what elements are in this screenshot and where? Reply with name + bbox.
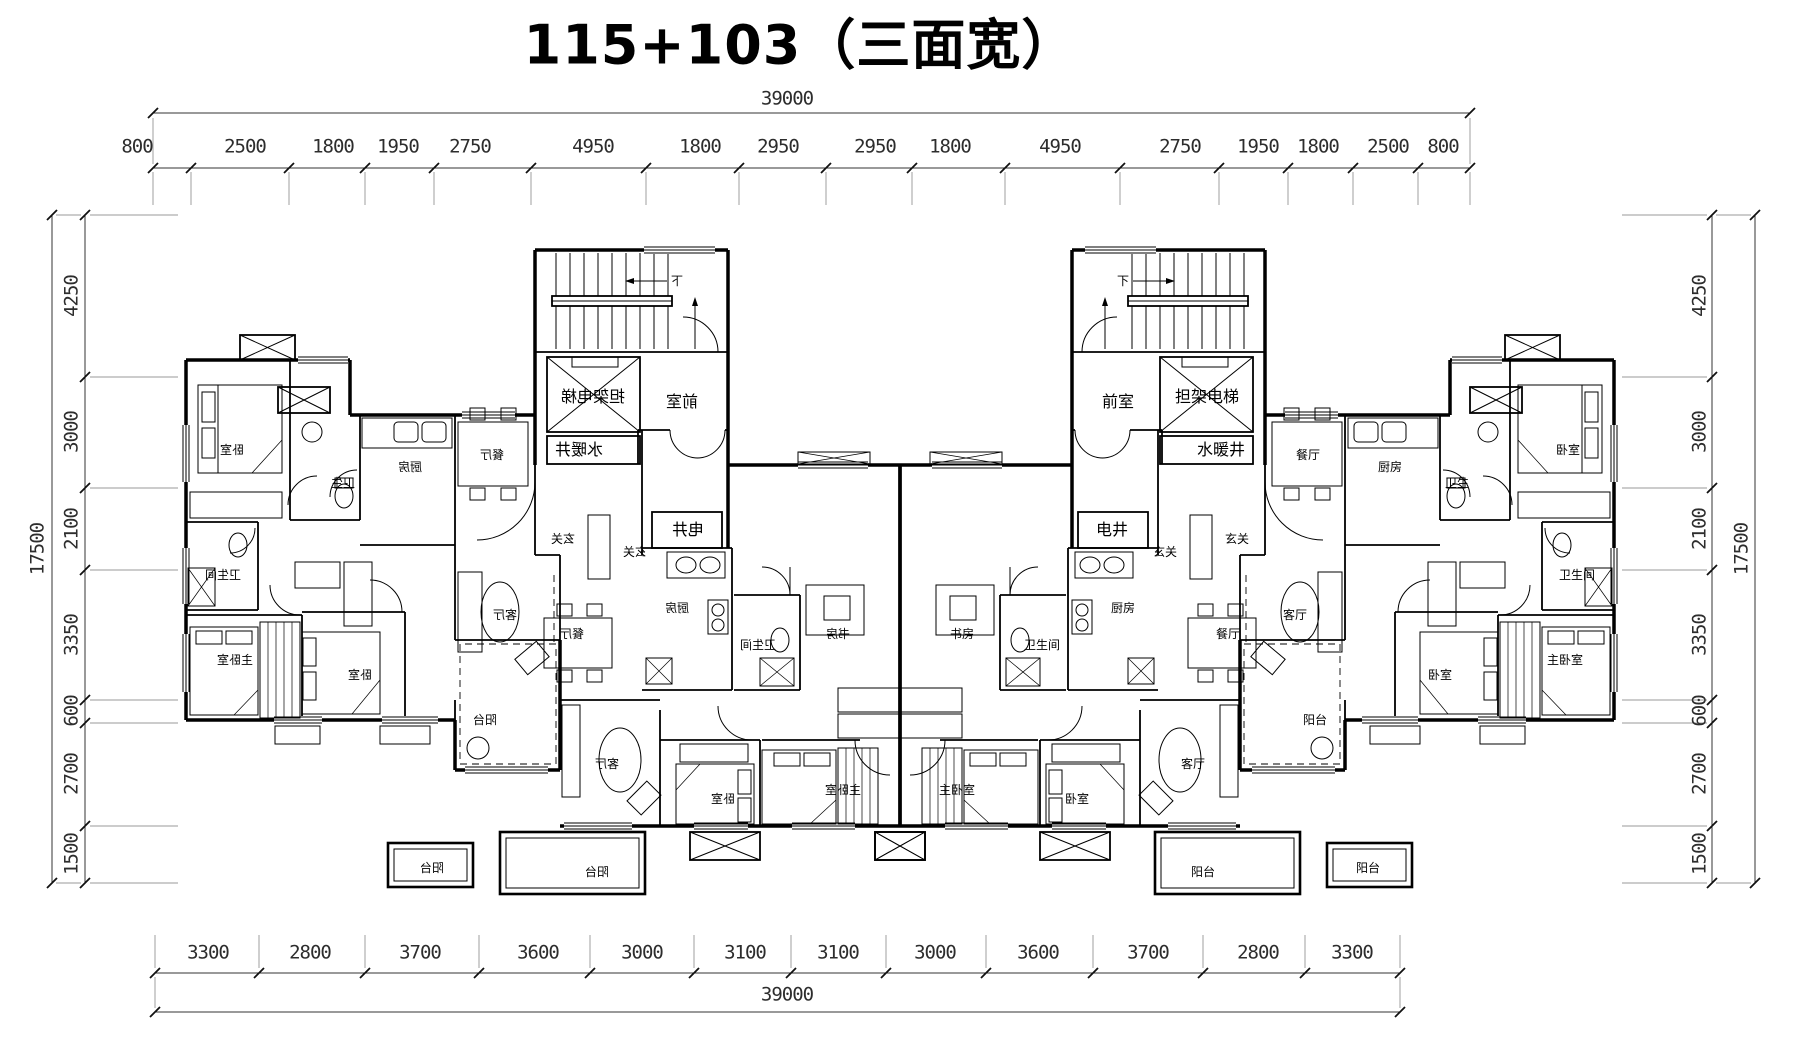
dim-top-9: 2950	[854, 135, 897, 158]
dim-left-3: 2100	[60, 508, 83, 550]
balcony-label: 阳台	[419, 861, 445, 875]
dim-right-7: 1500	[1688, 833, 1711, 875]
bath-label: 卫生	[330, 476, 356, 490]
dim-top-16: 800	[1427, 135, 1459, 158]
dim-right-4: 3350	[1688, 614, 1711, 656]
plumbing-shaft-label: 水暖井	[554, 440, 604, 459]
bathroom-label: 卫生间	[1558, 568, 1596, 582]
dim-bottom-6: 3100	[724, 941, 767, 964]
bathroom-label: 卫生间	[1023, 638, 1061, 652]
living-label: 客厅	[492, 608, 518, 622]
dim-right-total: 17500	[1730, 522, 1753, 576]
dim-bottom-5: 3000	[621, 941, 664, 964]
dim-left-total: 17500	[26, 522, 49, 576]
bathroom-label: 卫生间	[739, 638, 777, 652]
master-bedroom-label: 主卧室	[216, 653, 254, 667]
dining-label: 餐厅	[1295, 448, 1321, 462]
dim-top-3: 1800	[312, 135, 355, 158]
balcony-label: 阳台	[472, 713, 498, 727]
balcony-label: 阳台	[1355, 861, 1381, 875]
dim-top-8: 2950	[757, 135, 800, 158]
entry-label: 玄关	[550, 532, 576, 546]
dim-left-4: 3350	[60, 614, 83, 656]
dim-bottom-2: 2800	[289, 941, 332, 964]
stretcher-elevator-label: 担架电梯	[560, 387, 626, 406]
dim-left-7: 1500	[60, 833, 83, 875]
bedroom-label: 卧室	[219, 443, 245, 457]
dim-left-2: 3000	[60, 411, 83, 453]
dim-top-12: 2750	[1159, 135, 1202, 158]
dim-top-7: 1800	[679, 135, 722, 158]
dim-bottom-12: 3300	[1331, 941, 1374, 964]
dim-bottom-total: 39000	[760, 983, 814, 1006]
dim-bottom-11: 2800	[1237, 941, 1280, 964]
dim-top-14: 1800	[1297, 135, 1340, 158]
page-title: 115+103（三面宽）	[523, 13, 1077, 77]
bedroom-label: 卧室	[1064, 792, 1090, 806]
plumbing-shaft-label: 水暖井	[1196, 440, 1246, 459]
master-bedroom-label: 主卧室	[1546, 653, 1584, 667]
dim-top-15: 2500	[1367, 135, 1410, 158]
study-label: 书房	[949, 627, 975, 641]
dim-bottom-8: 3000	[914, 941, 957, 964]
stretcher-elevator-label: 担架电梯	[1174, 387, 1240, 406]
dim-left-1: 4250	[60, 275, 83, 317]
dim-right-1: 4250	[1688, 275, 1711, 317]
kitchen-label: 厨房	[1377, 460, 1403, 474]
stair-down-label: 下	[670, 274, 684, 288]
dim-top-2: 2500	[224, 135, 267, 158]
front-room-label: 前室	[1101, 392, 1135, 411]
bedroom-label: 卧室	[347, 668, 373, 682]
kitchen-label: 厨房	[1110, 601, 1136, 615]
living-label: 客厅	[1282, 608, 1308, 622]
dim-bottom-3: 3700	[399, 941, 442, 964]
living-label: 客厅	[1180, 757, 1206, 771]
front-room-label: 前室	[665, 392, 699, 411]
dim-left-5: 600	[60, 695, 83, 727]
dining-label: 餐厅	[559, 627, 585, 641]
master-bedroom-label: 主卧室	[938, 783, 976, 797]
dim-right-3: 2100	[1688, 508, 1711, 550]
dim-top-1: 800	[121, 135, 153, 158]
dim-left-6: 2700	[60, 753, 83, 795]
master-bedroom-label: 主卧室	[824, 783, 862, 797]
dim-bottom-1: 3300	[187, 941, 230, 964]
dim-right-5: 600	[1688, 695, 1711, 727]
bedroom-label: 卧室	[710, 792, 736, 806]
entry-label: 玄关	[622, 545, 648, 559]
bedroom-label: 卧室	[1427, 668, 1453, 682]
balcony-label: 阳台	[1302, 713, 1328, 727]
dim-top-total: 39000	[760, 87, 814, 110]
bedroom-label: 卧室	[1555, 443, 1581, 457]
dim-top-10: 1800	[929, 135, 972, 158]
dim-top-4: 1950	[377, 135, 420, 158]
dim-top-5: 2750	[449, 135, 492, 158]
dim-bottom-9: 3600	[1017, 941, 1060, 964]
dining-label: 餐厅	[479, 448, 505, 462]
entry-label: 玄关	[1224, 532, 1250, 546]
balcony-label: 阳台	[584, 865, 610, 879]
dim-top-13: 1950	[1237, 135, 1280, 158]
dining-label: 餐厅	[1215, 627, 1241, 641]
dim-right-2: 3000	[1688, 411, 1711, 453]
dim-top-11: 4950	[1039, 135, 1082, 158]
dim-bottom-7: 3100	[817, 941, 860, 964]
bathroom-label: 卫生间	[204, 568, 242, 582]
dim-bottom-4: 3600	[517, 941, 560, 964]
dim-right-6: 2700	[1688, 753, 1711, 795]
balcony-label: 阳台	[1190, 865, 1216, 879]
dim-bottom-10: 3700	[1127, 941, 1170, 964]
kitchen-label: 厨房	[664, 601, 690, 615]
dim-top-6: 4950	[572, 135, 615, 158]
living-label: 客厅	[594, 757, 620, 771]
kitchen-label: 厨房	[397, 460, 423, 474]
study-label: 书房	[825, 627, 851, 641]
entry-label: 玄关	[1152, 545, 1178, 559]
electric-shaft-label: 电井	[1095, 520, 1129, 539]
electric-shaft-label: 电井	[671, 520, 705, 539]
bath-label: 卫生	[1444, 476, 1470, 490]
stair-down-label: 下	[1116, 274, 1130, 288]
